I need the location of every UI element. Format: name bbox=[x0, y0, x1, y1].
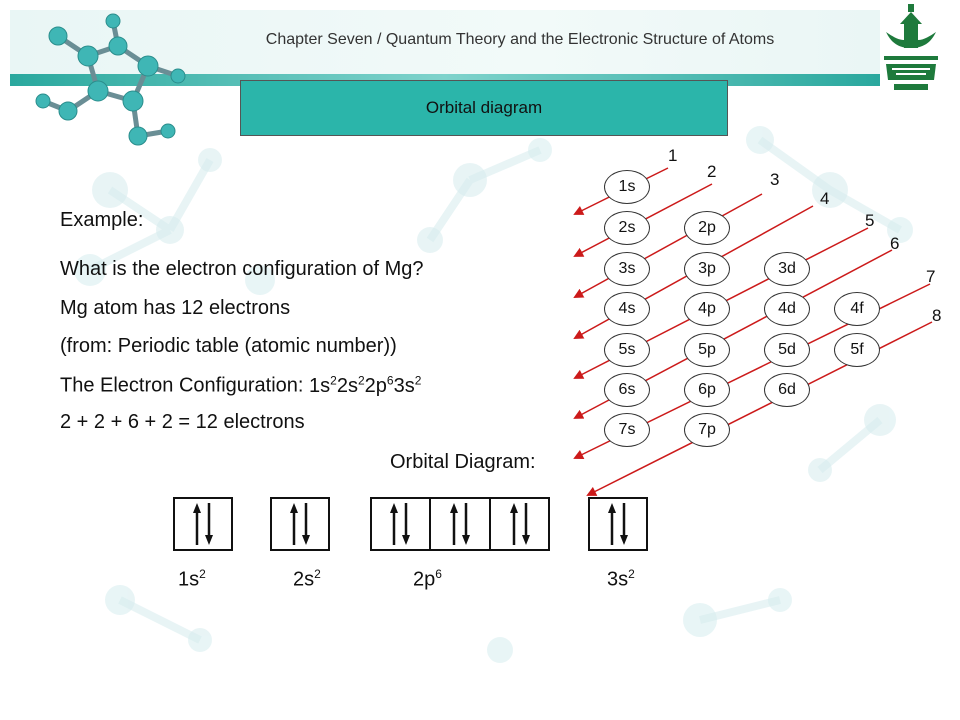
config-term: 1s2 bbox=[309, 373, 337, 397]
orbital-box-label: 1s2 bbox=[178, 567, 206, 591]
aufbau-orbital-5d: 5d bbox=[764, 333, 810, 367]
aufbau-orbital-6d: 6d bbox=[764, 373, 810, 407]
aufbau-orbital-3p: 3p bbox=[684, 252, 730, 286]
orbital-box-electrons bbox=[510, 503, 530, 545]
university-emblem-icon bbox=[884, 4, 938, 90]
diagonal-number: 1 bbox=[668, 146, 678, 165]
diagonal-number: 7 bbox=[926, 267, 936, 286]
diagonal-number: 6 bbox=[890, 234, 900, 253]
config-term: 3s2 bbox=[393, 373, 422, 397]
aufbau-orbital-4d: 4d bbox=[764, 292, 810, 326]
orbital-box-electrons bbox=[450, 503, 470, 545]
diagonal-number: 2 bbox=[707, 162, 717, 181]
aufbau-orbital-5s: 5s bbox=[604, 333, 650, 367]
aufbau-orbital-4f: 4f bbox=[834, 292, 880, 326]
aufbau-orbital-2s: 2s bbox=[604, 211, 650, 245]
orbital-box-electrons bbox=[608, 503, 628, 545]
electron-configuration-line: The Electron Configuration: 1s22s22p63s2 bbox=[60, 373, 421, 398]
aufbau-orbital-3s: 3s bbox=[604, 252, 650, 286]
aufbau-orbital-6s: 6s bbox=[604, 373, 650, 407]
source-note-text: (from: Periodic table (atomic number)) bbox=[60, 335, 397, 357]
orbital-box-electrons bbox=[390, 503, 410, 545]
question-text: What is the electron configuration of Mg… bbox=[60, 258, 424, 280]
diagonal-number: 3 bbox=[770, 170, 780, 189]
aufbau-orbital-7p: 7p bbox=[684, 413, 730, 447]
orbital-box-divider bbox=[489, 497, 491, 551]
orbital-box-label: 2p6 bbox=[413, 567, 442, 591]
electron-sum-text: 2 + 2 + 6 + 2 = 12 electrons bbox=[60, 411, 305, 433]
aufbau-orbital-5f: 5f bbox=[834, 333, 880, 367]
diagonal-number: 5 bbox=[865, 211, 875, 230]
config-term: 2s2 bbox=[336, 373, 365, 397]
aufbau-orbital-1s: 1s bbox=[604, 170, 650, 204]
orbital-box-divider bbox=[429, 497, 431, 551]
aufbau-orbital-3d: 3d bbox=[764, 252, 810, 286]
electron-count-text: Mg atom has 12 electrons bbox=[60, 297, 291, 319]
orbital-box-group-2p bbox=[370, 497, 550, 551]
diagonal-number: 8 bbox=[932, 306, 942, 325]
orbital-box-electrons bbox=[290, 503, 310, 545]
orbital-diagram-label: Orbital Diagram: bbox=[390, 451, 536, 473]
aufbau-orbital-5p: 5p bbox=[684, 333, 730, 367]
orbital-box-group-3s bbox=[588, 497, 648, 551]
aufbau-orbital-4p: 4p bbox=[684, 292, 730, 326]
orbital-box-electrons bbox=[193, 503, 213, 545]
orbital-box-group-2s bbox=[270, 497, 330, 551]
aufbau-orbital-7s: 7s bbox=[604, 413, 650, 447]
slide-title-box: Orbital diagram bbox=[240, 80, 728, 136]
aufbau-orbital-4s: 4s bbox=[604, 292, 650, 326]
aufbau-orbital-2p: 2p bbox=[684, 211, 730, 245]
molecule-logo-icon bbox=[35, 13, 186, 146]
orbital-box-label: 2s2 bbox=[293, 567, 321, 591]
orbital-box-label: 3s2 bbox=[607, 567, 635, 591]
configuration-prefix: The Electron Configuration: bbox=[60, 374, 310, 397]
chapter-title: Chapter Seven / Quantum Theory and the E… bbox=[265, 31, 775, 48]
aufbau-orbital-6p: 6p bbox=[684, 373, 730, 407]
diagonal-number: 4 bbox=[820, 189, 830, 208]
example-label: Example: bbox=[60, 209, 144, 231]
orbital-box-group-1s bbox=[173, 497, 233, 551]
config-term: 2p6 bbox=[364, 373, 394, 397]
